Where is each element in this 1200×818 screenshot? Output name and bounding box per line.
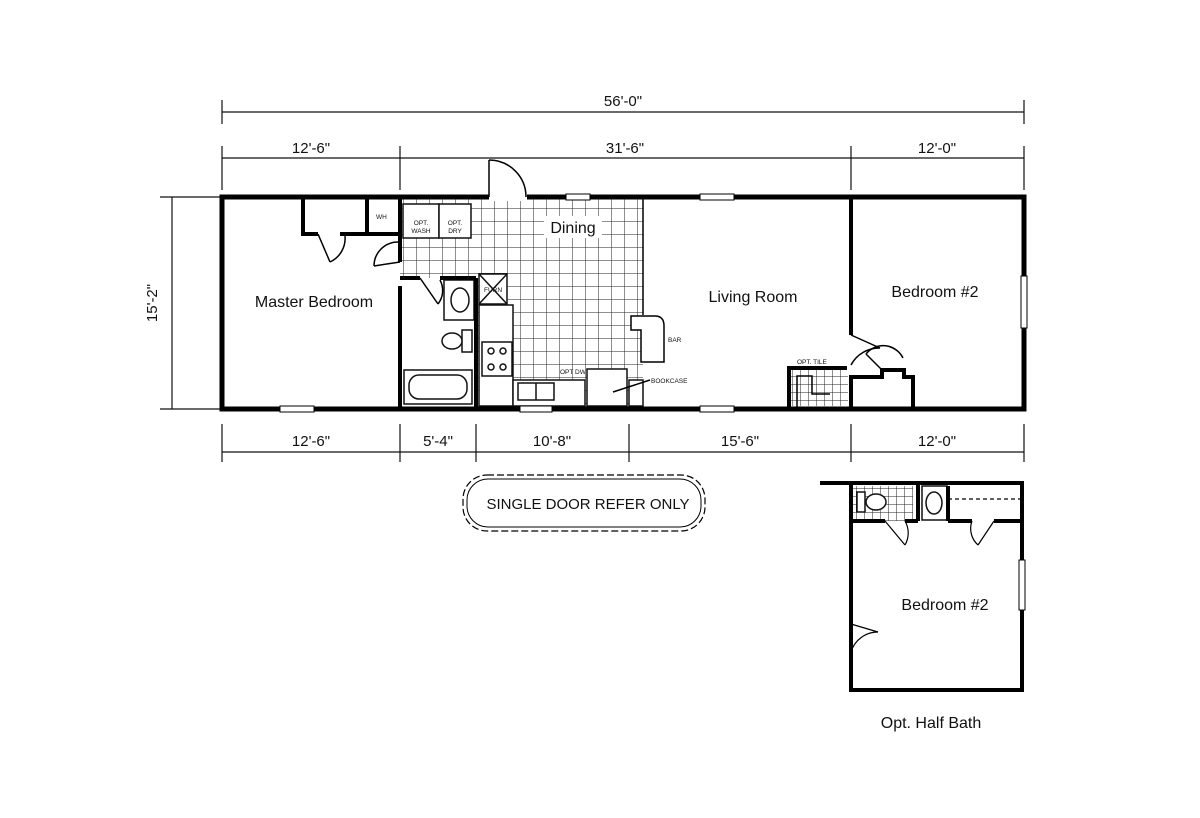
- dim-bottom-segment-1: 12'-6": [292, 433, 330, 450]
- dim-bottom-segment-3: 10'-8": [533, 433, 571, 450]
- furn-label: FURN: [484, 287, 502, 294]
- dim-top-segment-3: 12'-0": [918, 140, 956, 157]
- toilet: [461, 329, 473, 353]
- opt-dishwasher: [586, 368, 628, 407]
- opt-tile-label: OPT. TILE: [797, 359, 828, 366]
- window: [699, 193, 735, 201]
- window: [1020, 275, 1028, 329]
- inset-caption: Opt. Half Bath: [881, 715, 982, 732]
- opt-wash-label-2: WASH: [411, 228, 431, 235]
- window: [699, 405, 735, 413]
- opt-dry-label-1: OPT.: [448, 220, 463, 227]
- window: [519, 405, 553, 413]
- dim-top-segment-2: 31'-6": [606, 140, 644, 157]
- opt-dw-label: OPT DW: [560, 369, 587, 376]
- window: [279, 405, 315, 413]
- room-label-living-room: Living Room: [709, 289, 798, 306]
- inset-half-bath-plan: Bedroom #2 Opt. Half Bath: [820, 481, 1026, 732]
- room-label-dining: Dining: [550, 220, 595, 237]
- room-label-master-bedroom: Master Bedroom: [255, 294, 373, 311]
- dim-top-segment-1: 12'-6": [292, 140, 330, 157]
- inset-room-label-bedroom-2: Bedroom #2: [901, 597, 988, 614]
- dim-overall-width: 56'-0": [604, 93, 642, 110]
- bookcase: [628, 379, 644, 407]
- bar-label: BAR: [668, 337, 682, 344]
- note-text: SINGLE DOOR REFER ONLY: [486, 496, 689, 513]
- opt-dryer: [438, 203, 472, 239]
- range: [481, 341, 513, 377]
- inset-toilet: [856, 491, 866, 513]
- room-label-bedroom-2: Bedroom #2: [891, 284, 978, 301]
- opt-wash-label-1: OPT.: [414, 220, 429, 227]
- dimension-lines: [160, 100, 1025, 462]
- dim-bottom-segment-5: 12'-0": [918, 433, 956, 450]
- dim-bottom-segment-4: 15'-6": [721, 433, 759, 450]
- window: [565, 193, 591, 201]
- dim-bottom-segment-2: 5'-4": [423, 433, 453, 450]
- entry-door: [488, 159, 527, 201]
- dim-overall-depth: 15'-2": [144, 284, 161, 322]
- wh-label: WH: [376, 214, 387, 221]
- note-cloud: SINGLE DOOR REFER ONLY: [462, 474, 706, 532]
- bookcase-label: BOOKCASE: [651, 378, 688, 385]
- opt-dry-label-2: DRY: [448, 228, 462, 235]
